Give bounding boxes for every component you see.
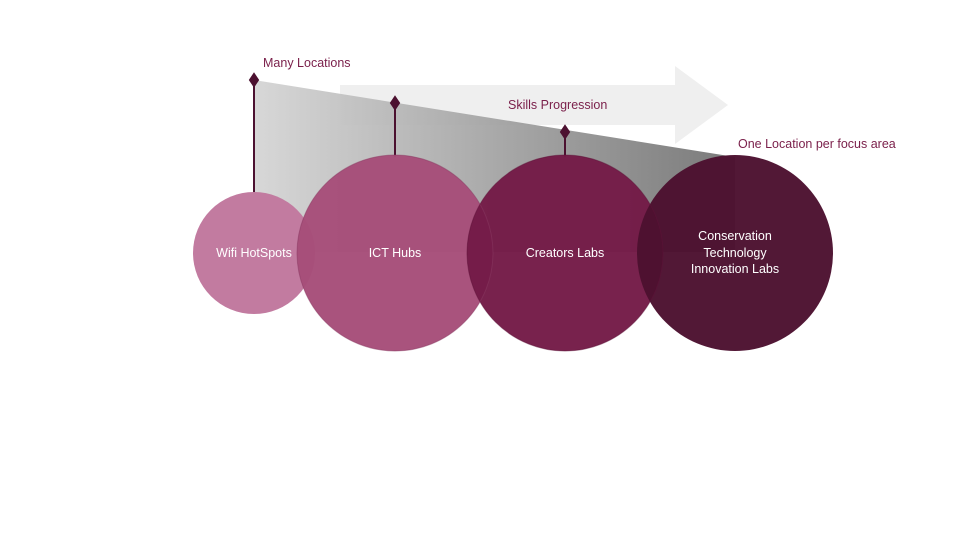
circle-creators-labs [467, 155, 663, 351]
stem-markers [248, 72, 571, 195]
circle-conservation-labs [637, 155, 833, 351]
one-location-label: One Location per focus area [738, 137, 896, 151]
circle-ict-hubs [297, 155, 493, 351]
skills-progression-label: Skills Progression [508, 98, 608, 112]
stage-label-creators-labs: Creators Labs [525, 245, 605, 260]
stage-label-wifi-hotspots: Wifi HotSpots [216, 245, 292, 260]
stage-label-ict-hubs: ICT Hubs [368, 245, 422, 260]
circle-wifi-hotspots [193, 192, 315, 314]
stage-label-conservation-labs: Conservation Technology Innovation Labs [690, 228, 780, 277]
many-locations-label: Many Locations [263, 56, 351, 70]
